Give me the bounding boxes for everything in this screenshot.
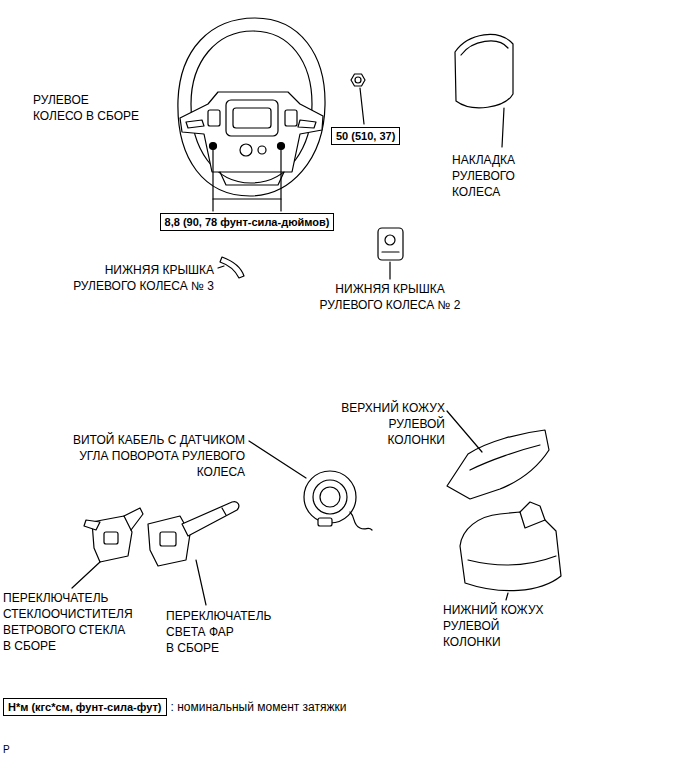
nut [351,74,365,124]
wiper-switch-part [124,508,143,530]
nut-part [355,77,361,83]
spiral-cable-part [304,471,356,523]
part-name: НИЖНИЙ КОЖУХ РУЛЕВОЙ КОЛОНКИ [443,602,544,650]
headlight-switch [148,502,239,605]
headlight-switch-part [222,508,226,515]
wiper-switch-part [84,520,100,530]
lower-cover-2-part [382,251,399,252]
lower-cover-2 [378,228,403,279]
steering-wheel-part [298,120,316,128]
torque-value: 8,8 (90, 78 фунт-сила-дюймов) [165,215,330,229]
upper-column-cover [447,411,549,499]
steering-wheel [178,18,325,196]
steering-wheel-part [220,172,284,185]
steering-wheel-part [186,120,204,128]
nut-part [360,88,364,124]
steering-wheel-part [278,143,285,150]
steering-wheel-part [210,143,217,150]
lower-column-cover-part [468,556,556,565]
upper-column-cover-part [447,411,482,452]
part-name: ПЕРЕКЛЮЧАТЕЛЬ СВЕТА ФАР В СБОРЕ [166,608,271,656]
lower-column-cover-part [506,593,508,600]
steering-wheel-part [180,92,323,172]
torque-bracket-part [213,198,281,199]
nut-part [351,74,365,86]
steering-wheel-part [226,100,278,136]
headlight-switch-part [160,532,176,546]
spiral-cable-part [249,441,306,478]
torque-bracket-part [280,150,281,211]
steering-wheel-part [258,146,266,154]
steering-wheel-part [178,18,325,196]
legend-note: : номинальный момент затяжки [171,699,347,715]
spiral-cable-part [313,480,347,514]
steering-wheel-pad-part [461,41,508,55]
headlight-switch-part [182,502,239,536]
lower-cover-2-part [385,235,395,245]
torque-value: 50 (510, 37) [336,129,395,143]
torque-bracket-part [212,150,213,211]
page-mark: P [3,744,10,756]
lower-cover-3 [218,257,244,278]
part-name: ПЕРЕКЛЮЧАТЕЛЬ СТЕКЛООЧИСТИТЕЛЯ ВЕТРОВОГО… [3,590,133,654]
legend-torque-box: Н*м (кгс*см, фунт-сила-фут) [3,698,167,716]
part-name: ВЕРХНИЙ КОЖУХ РУЛЕВОЙ КОЛОНКИ [341,400,445,448]
torque-value: Н*м (кгс*см, фунт-сила-фут) [8,700,162,714]
torque-value-box: 8,8 (90, 78 фунт-сила-дюймов) [160,213,335,231]
steering-wheel-pad-part [502,108,504,147]
steering-wheel-pad-part [455,34,513,107]
spiral-cable [249,441,372,530]
part-name: ВИТОЙ КАБЕЛЬ С ДАТЧИКОМ УГЛА ПОВОРОТА РУ… [73,432,245,480]
lower-cover-2-part [378,228,403,260]
upper-column-cover-part [447,430,549,499]
upper-column-cover-part [470,445,540,470]
headlight-switch-part [196,560,206,605]
lower-column-cover-part [520,502,545,520]
torque-bracket [213,150,281,211]
steering-wheel-part [285,110,297,126]
torque-value-box: 50 (510, 37) [331,127,400,145]
steering-wheel-part [208,110,220,126]
lower-cover-3-part [220,257,244,278]
steering-wheel-part [240,144,252,156]
wiper-switch [72,508,143,588]
spiral-cable-part [318,518,332,526]
lower-cover-3-part [218,266,224,268]
lower-column-cover [460,502,561,600]
part-name: РУЛЕВОЕ КОЛЕСО В СБОРЕ [33,92,139,124]
lower-cover-2-part [389,262,390,279]
spiral-cable-part [320,487,340,507]
part-name: НИЖНЯЯ КРЫШКА РУЛЕВОГО КОЛЕСА № 2 [320,281,461,313]
wiper-switch-part [104,532,118,544]
steering-wheel-pad [455,34,513,147]
wiper-switch-part [72,562,100,588]
part-name: НАКЛАДКА РУЛЕВОГО КОЛЕСА [452,152,515,200]
steering-wheel-part [233,108,271,128]
part-name: НИЖНЯЯ КРЫШКА РУЛЕВОГО КОЛЕСА № 3 [73,262,214,294]
lower-column-cover-part [460,512,561,591]
spiral-cable-part [350,512,372,530]
